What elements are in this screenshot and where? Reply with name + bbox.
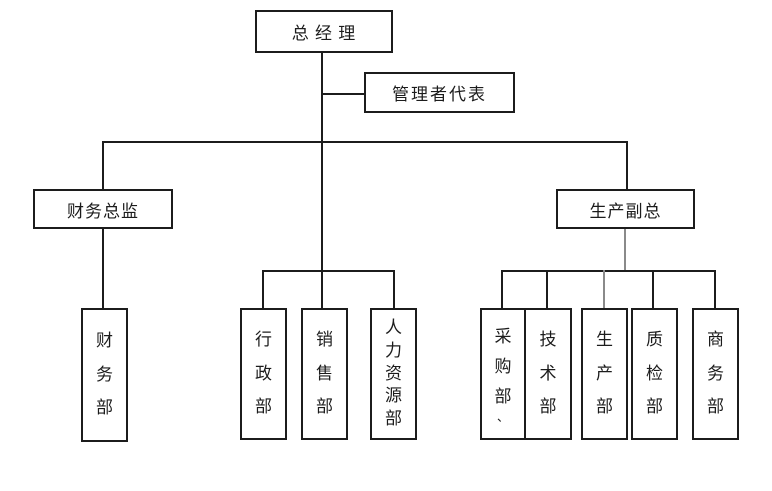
connector-middle-distribution xyxy=(262,270,395,272)
connector-main-distribution xyxy=(102,141,628,143)
node-production-vp: 生产副总 xyxy=(556,189,695,229)
connector-root-trunk xyxy=(321,53,323,308)
connector-staff-branch xyxy=(321,93,364,95)
node-management-representative: 管理者代表 xyxy=(364,72,515,113)
connector-production-dept-drop xyxy=(603,270,605,308)
connector-procurement-dept-drop xyxy=(501,270,503,308)
connector-quality-dept-drop xyxy=(652,270,654,308)
connector-right-distribution xyxy=(501,270,716,272)
node-tech-dept: 技术部 xyxy=(524,308,572,440)
node-hr-dept: 人力资源部 xyxy=(370,308,417,440)
connector-hr-dept-drop xyxy=(393,270,395,308)
node-sales-dept: 销售部 xyxy=(301,308,348,440)
connector-tech-dept-drop xyxy=(546,270,548,308)
connector-finance-dept-drop xyxy=(102,229,104,308)
node-general-manager: 总 经 理 xyxy=(255,10,393,53)
node-admin-dept: 行政部 xyxy=(240,308,287,440)
connector-production-vp-drop xyxy=(626,141,628,189)
node-production-dept: 生产部 xyxy=(581,308,628,440)
node-finance-dept: 财务部 xyxy=(81,308,128,442)
node-quality-dept: 质检部 xyxy=(631,308,678,440)
connector-commerce-dept-drop xyxy=(714,270,716,308)
connector-production-vp-trunk xyxy=(624,229,626,272)
node-finance-director: 财务总监 xyxy=(33,189,173,229)
connector-admin-dept-drop xyxy=(262,270,264,308)
node-commerce-dept: 商务部 xyxy=(692,308,739,440)
connector-finance-director-drop xyxy=(102,141,104,189)
node-procurement-dept: 采购部、 xyxy=(480,308,526,440)
